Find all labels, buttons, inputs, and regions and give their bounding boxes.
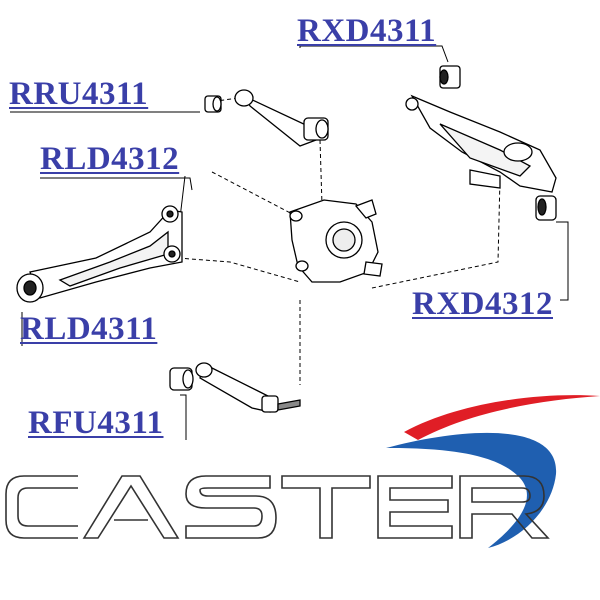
logo-letter-c-outer [5, 475, 78, 539]
knuckle-ear [354, 199, 377, 219]
brand-swoosh [386, 395, 600, 548]
part-label-rld4312: RLD4312 [40, 141, 180, 177]
swoosh-blue [386, 432, 557, 548]
knuckle-hub-inner [332, 228, 356, 252]
rxd4311-bush-hole [439, 69, 449, 85]
part-label-rld4311: RLD4311 [20, 311, 158, 347]
part-label-rfu4311: RFU4311 [28, 405, 164, 441]
rld4311-bush-hole [23, 280, 37, 296]
lower-link-end-eye [195, 362, 213, 378]
lower-link-bolt [277, 399, 301, 411]
logo-letter-t [281, 475, 371, 539]
rld4312-bush-upper-hole [166, 210, 174, 218]
logo-letter-c-inner [17, 487, 78, 527]
lower-link-assembly [169, 362, 301, 413]
leader-rxd4312 [556, 221, 569, 301]
knuckle-lower-mount [295, 260, 309, 272]
spring-seat [503, 142, 533, 162]
lower-arm-body [29, 209, 183, 299]
rld4312-bush-lower-hole [168, 250, 176, 258]
lower-arm-assembly [16, 205, 183, 303]
logo-letter-r-counter [471, 487, 531, 503]
leader-lines [10, 44, 569, 440]
rru4311-bush-face [212, 96, 222, 112]
logo-letter-e [377, 475, 453, 539]
toe-link-bushing-face [315, 119, 329, 139]
arm-inner-eye [405, 97, 419, 111]
dash-toe-link [319, 139, 323, 206]
part-label-rxd4311: RXD4311 [297, 13, 437, 49]
knuckle-lower-ear [363, 261, 383, 277]
rfu4311-bush-face [182, 369, 194, 389]
trailing-arm-assembly [405, 94, 557, 221]
leader-rxd4311 [300, 45, 449, 63]
logo-letter-a [82, 475, 180, 539]
dash-upper-arm-to-knuckle [211, 171, 301, 219]
control-arm-rib [439, 123, 532, 177]
caster-logo [5, 475, 550, 539]
logo-letter-r [459, 475, 550, 539]
rxd4312-bush-hole [537, 198, 547, 216]
lower-arm-inner-panel [58, 230, 169, 287]
swoosh-red [404, 395, 600, 440]
leader-rld4312-lower [179, 175, 186, 219]
part-label-rru4311: RRU4311 [9, 76, 149, 112]
part-label-rxd4312: RXD4312 [412, 286, 553, 322]
toe-link-end-eye [234, 89, 254, 107]
knuckle-assembly [289, 199, 383, 283]
arm-outer-bracket [469, 169, 501, 189]
rxd4311-bush-part [439, 65, 461, 89]
dash-subframe-to-knuckle [371, 177, 501, 289]
leader-rfu4311 [180, 394, 187, 440]
leader-rld4312-upper [40, 177, 193, 191]
logo-letter-s [185, 475, 277, 539]
toe-link-assembly [204, 89, 329, 147]
lower-link-bushing [261, 395, 279, 413]
knuckle-upper-mount [289, 210, 303, 222]
dash-lower-arm-to-knuckle [177, 257, 301, 283]
